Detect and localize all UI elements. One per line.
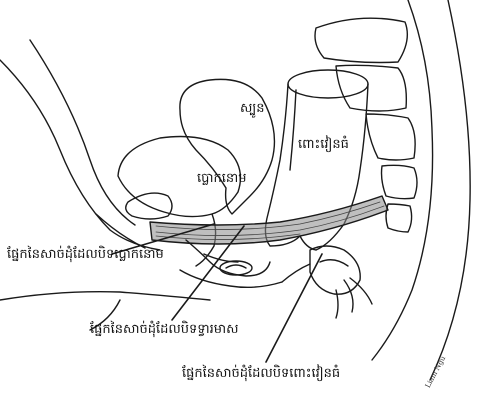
abdominal-wall [0, 40, 210, 330]
uterus-shape [180, 79, 275, 214]
label-vagina-muscle: ផ្នែកនៃសាច់ដុំដែលបិទទ្វារមាស [90, 322, 239, 337]
label-rectum: ពោះវៀនធំ [298, 137, 349, 152]
label-bladder: ប្លោកនោម [197, 171, 247, 186]
spine-vertebrae [315, 0, 470, 380]
label-uterus: ស្បូន [240, 101, 265, 116]
label-bladder-muscle: ផ្នែកនៃសាច់ដុំដែលបិទប្លោកនោម [7, 247, 164, 262]
anal-sphincter [310, 246, 372, 318]
leader-lines [112, 224, 322, 362]
label-rectum-muscle: ផ្នែកនៃសាច់ដុំដែលបិទពោះវៀនធំ [182, 366, 340, 381]
